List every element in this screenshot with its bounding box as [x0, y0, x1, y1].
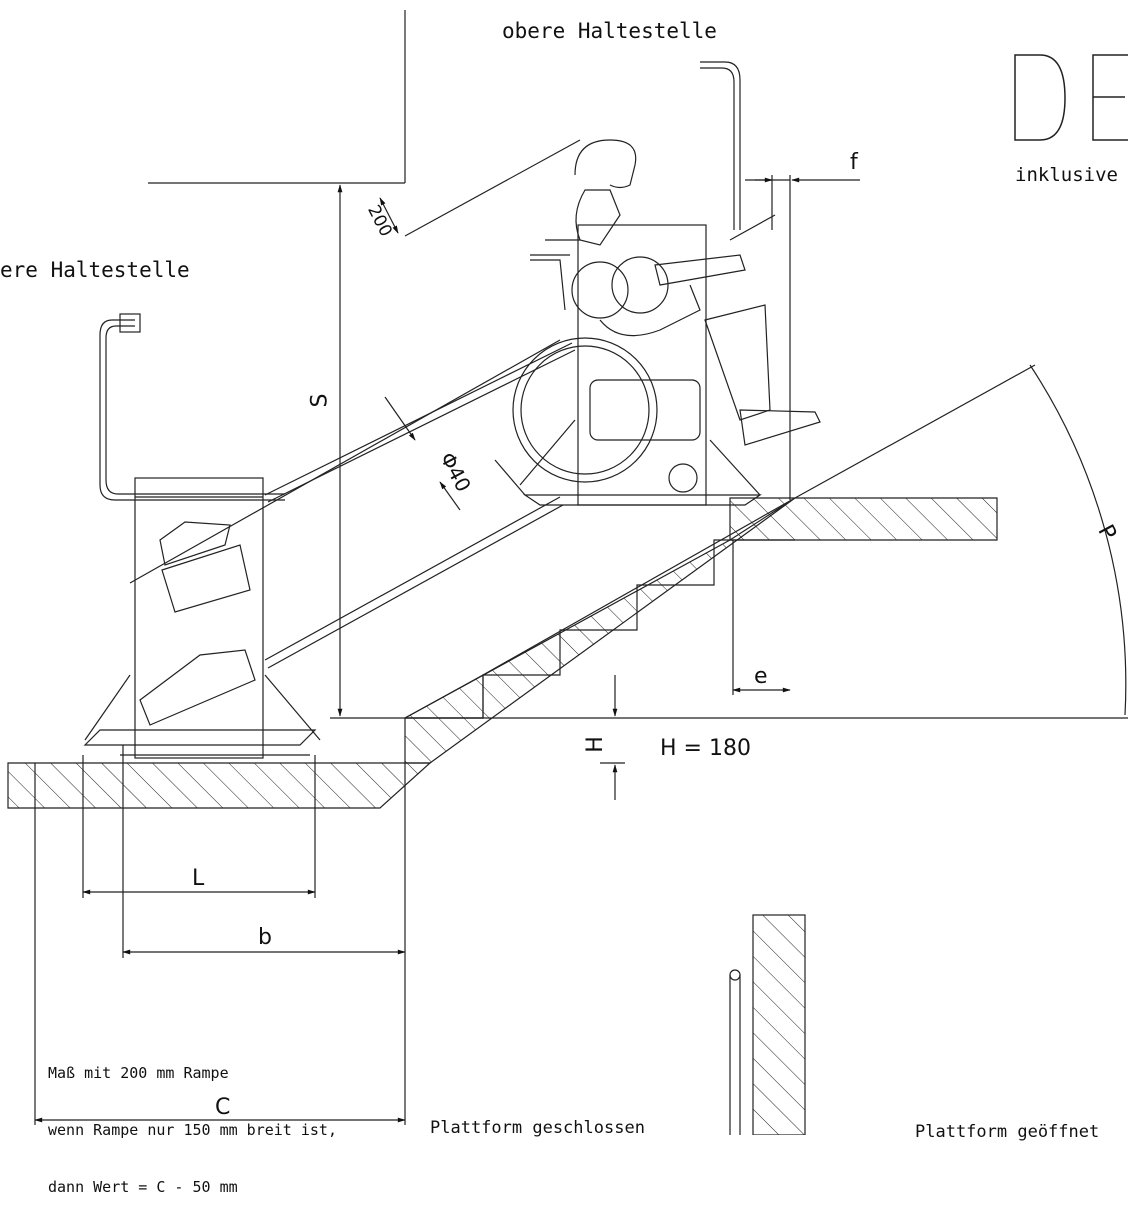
stairlift-technical-drawing: obere Haltestelle ere Haltestelle inklus… [0, 10, 1128, 1196]
bottom-detail-wall [729, 914, 806, 1136]
dimension-phi40 [384, 396, 461, 511]
upper-platform-wheelchair [494, 139, 821, 506]
lower-handrail [99, 313, 285, 501]
dimension-c-label: C [215, 1095, 231, 1120]
inclusive-label: inklusive [1015, 164, 1118, 186]
dimension-f [745, 175, 860, 500]
dimension-200 [379, 139, 581, 237]
angle-reference [330, 364, 1128, 719]
lower-platform [83, 477, 321, 759]
ramp-note-line1: Maß mit 200 mm Rampe [48, 1064, 229, 1082]
platform-closed-label: Plattform geschlossen [430, 1118, 645, 1138]
lower-floor-slab [7, 762, 432, 809]
h-value-label: H = 180 [660, 736, 751, 761]
dimension-f-label: f [850, 150, 858, 175]
lower-stop-label: ere Haltestelle [0, 258, 190, 282]
rail [129, 339, 576, 669]
dimension-s-label: S [307, 393, 333, 408]
dimension-b-label: b [258, 925, 272, 950]
upper-handrail [700, 61, 741, 230]
logo-partial [1014, 54, 1128, 141]
dimension-e [732, 540, 791, 695]
upper-floor-slab [729, 497, 998, 541]
ceiling-wall [148, 10, 406, 184]
dimension-h [600, 675, 625, 800]
dimension-l-label: L [192, 866, 205, 891]
staircase [404, 497, 796, 764]
dimension-b [122, 745, 406, 1125]
dimension-l [82, 755, 316, 898]
ramp-note-line3: dann Wert = C - 50 mm [48, 1178, 238, 1196]
ramp-note-line2: wenn Rampe nur 150 mm breit ist, [48, 1121, 337, 1139]
upper-stop-label: obere Haltestelle [502, 19, 717, 43]
drawing-canvas [7, 10, 1128, 1136]
dimension-h-label: H [582, 736, 608, 753]
platform-open-label: Plattform geöffnet [915, 1122, 1100, 1142]
dimension-c [34, 763, 406, 1125]
ramp-note: Maß mit 200 mm Rampe wenn Rampe nur 150 … [48, 1026, 337, 1216]
dimension-e-label: e [754, 664, 768, 689]
